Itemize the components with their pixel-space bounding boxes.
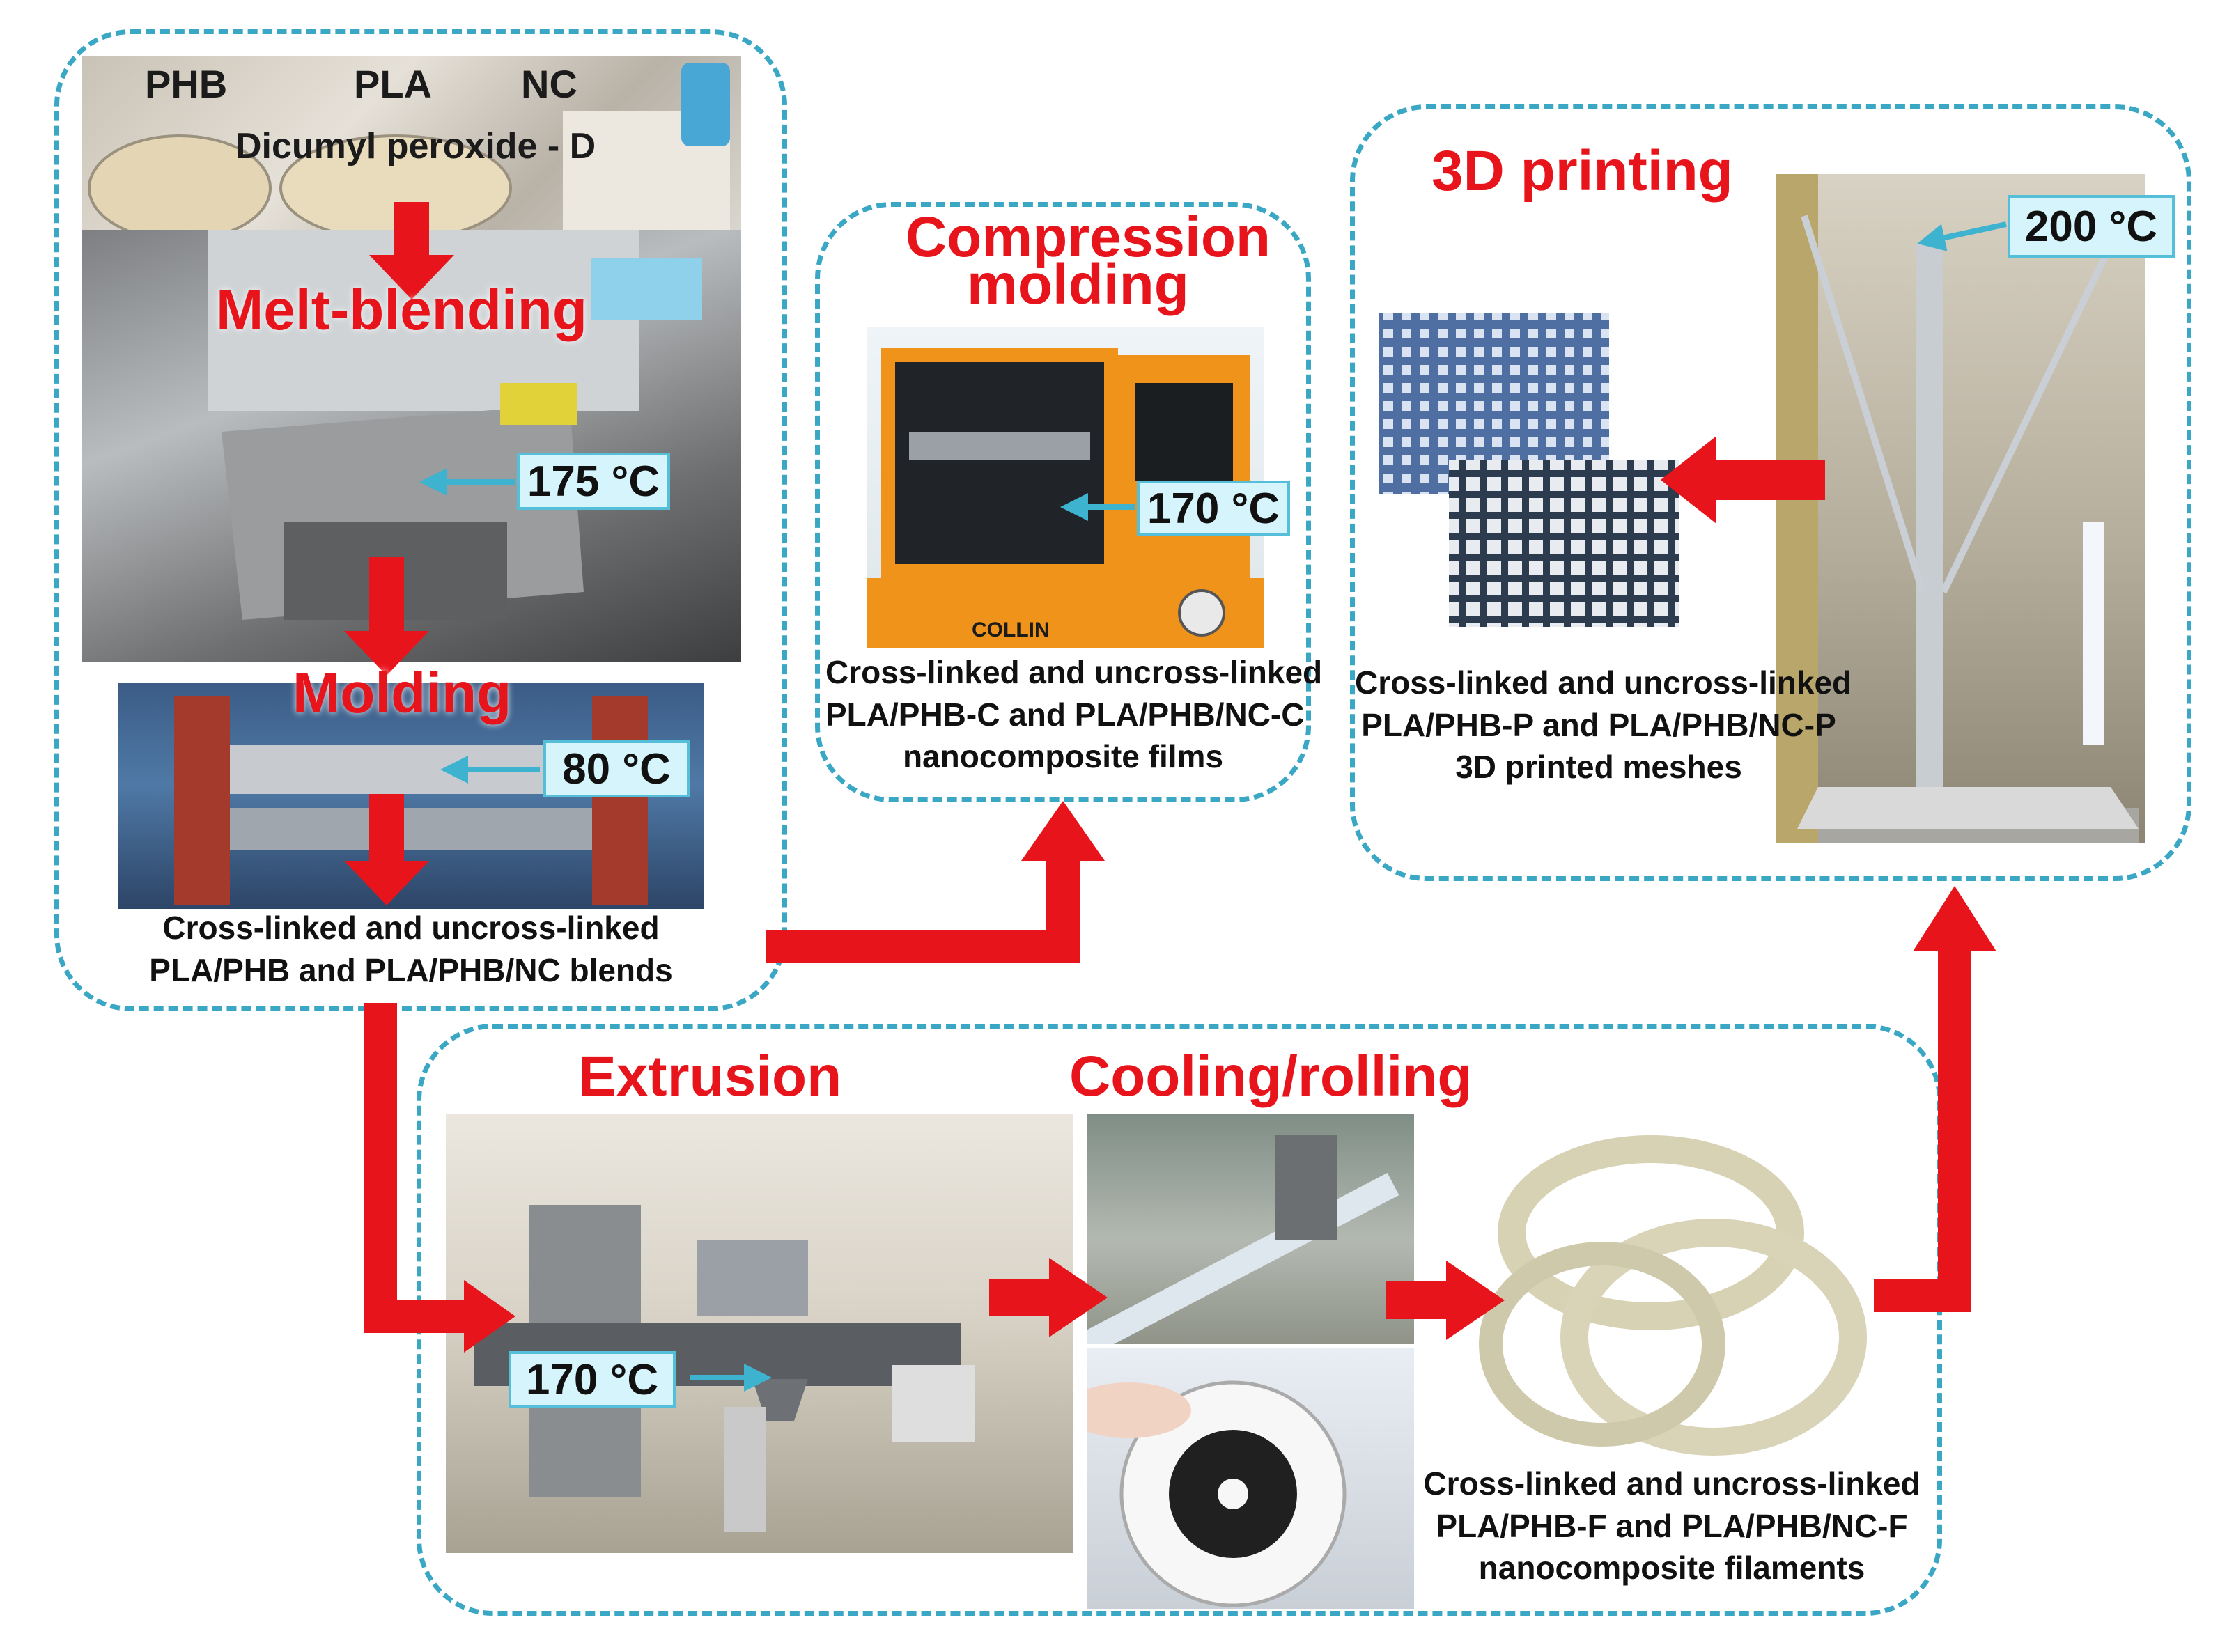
blends-caption: Cross-linked and uncross-linked PLA/PHB … bbox=[104, 907, 717, 991]
melt-blending-title: Melt-blending bbox=[216, 279, 587, 342]
extrusion-title: Extrusion bbox=[578, 1045, 842, 1108]
to-filaments-arrow bbox=[1386, 1261, 1505, 1340]
compression-temp-tag: 170 °C bbox=[1137, 481, 1290, 536]
rolling-photo bbox=[1087, 1348, 1414, 1609]
filaments-caption-line2: PLA/PHB-F and PLA/PHB/NC-F bbox=[1436, 1507, 1908, 1544]
meshes-caption-line2: PLA/PHB-P and PLA/PHB/NC-P bbox=[1361, 706, 1836, 743]
compression-press-photo: COLLIN bbox=[867, 327, 1264, 648]
compression-title-line2: molding bbox=[967, 253, 1189, 316]
dicumyl-label: Dicumyl peroxide - D bbox=[235, 126, 596, 166]
printing-temp-tag: 200 °C bbox=[2008, 195, 2175, 258]
blends-caption-line1: Cross-linked and uncross-linked bbox=[162, 910, 660, 946]
printing-panel bbox=[1350, 104, 2191, 881]
to-extrusion-arrow bbox=[364, 1003, 515, 1353]
filaments-photo bbox=[1477, 1114, 1867, 1463]
cooling-rolling-title: Cooling/rolling bbox=[1069, 1045, 1473, 1108]
printing-title: 3D printing bbox=[1431, 139, 1733, 203]
meshes-caption-line1: Cross-linked and uncross-linked bbox=[1355, 664, 1852, 701]
blending-panel bbox=[54, 29, 787, 1011]
blends-caption-line2: PLA/PHB and PLA/PHB/NC blends bbox=[149, 951, 673, 988]
mesh-photo bbox=[1379, 306, 1693, 634]
to-cooling-arrow bbox=[989, 1258, 1108, 1337]
films-caption-line3: nanocomposite films bbox=[902, 738, 1224, 775]
cooling-photo bbox=[1087, 1114, 1414, 1344]
melt-temp-tag: 175 °C bbox=[517, 453, 670, 510]
blending-down-arrows bbox=[344, 202, 454, 905]
filaments-caption-line3: nanocomposite filaments bbox=[1478, 1550, 1865, 1587]
films-caption-line2: PLA/PHB-C and PLA/PHB/NC-C bbox=[825, 696, 1305, 733]
cooling-bath-image bbox=[1087, 1135, 1399, 1344]
filaments-caption: Cross-linked and uncross-linked PLA/PHB-… bbox=[1418, 1463, 1926, 1589]
spool-image bbox=[1087, 1380, 1347, 1607]
compression-title-line1: Compression bbox=[906, 205, 1271, 269]
printed-meshes-image bbox=[1379, 313, 1679, 627]
collin-brand: COLLIN bbox=[972, 618, 1050, 641]
extrusion-temp-tag: 170 °C bbox=[509, 1351, 676, 1408]
delta-printer-image bbox=[1776, 174, 2139, 843]
pla-label: PLA bbox=[354, 62, 432, 106]
filament-coils-image bbox=[1479, 1135, 1867, 1456]
to-meshes-arrow bbox=[1661, 436, 1825, 524]
meshes-caption: Cross-linked and uncross-linked PLA/PHB-… bbox=[1355, 662, 1852, 788]
molding-temp-tag: 80 °C bbox=[543, 740, 690, 797]
phb-label: PHB bbox=[145, 62, 228, 106]
films-caption-line1: Cross-linked and uncross-linked bbox=[825, 654, 1323, 690]
to-compression-arrow bbox=[766, 801, 1105, 963]
compression-press-image bbox=[867, 348, 1264, 648]
molding-title: Molding bbox=[293, 662, 512, 725]
melt-blender-image bbox=[208, 230, 702, 620]
temp-pointers bbox=[419, 221, 2007, 1392]
compression-panel bbox=[815, 202, 1311, 802]
extruder-photo bbox=[446, 1114, 1073, 1553]
films-caption: Cross-linked and uncross-linked PLA/PHB-… bbox=[825, 651, 1323, 778]
printer-photo bbox=[1776, 174, 2145, 843]
molding-rolls-image bbox=[174, 696, 648, 905]
filaments-caption-line1: Cross-linked and uncross-linked bbox=[1423, 1465, 1921, 1502]
meshes-caption-line3: 3D printed meshes bbox=[1455, 749, 1742, 786]
nc-label: NC bbox=[521, 62, 577, 106]
melt-blender-photo bbox=[82, 230, 741, 662]
materials-photo: PHB PLA NC Dicumyl peroxide - D bbox=[82, 56, 741, 230]
material-jars-image bbox=[88, 63, 730, 230]
to-printing-arrow bbox=[1874, 886, 1996, 1312]
